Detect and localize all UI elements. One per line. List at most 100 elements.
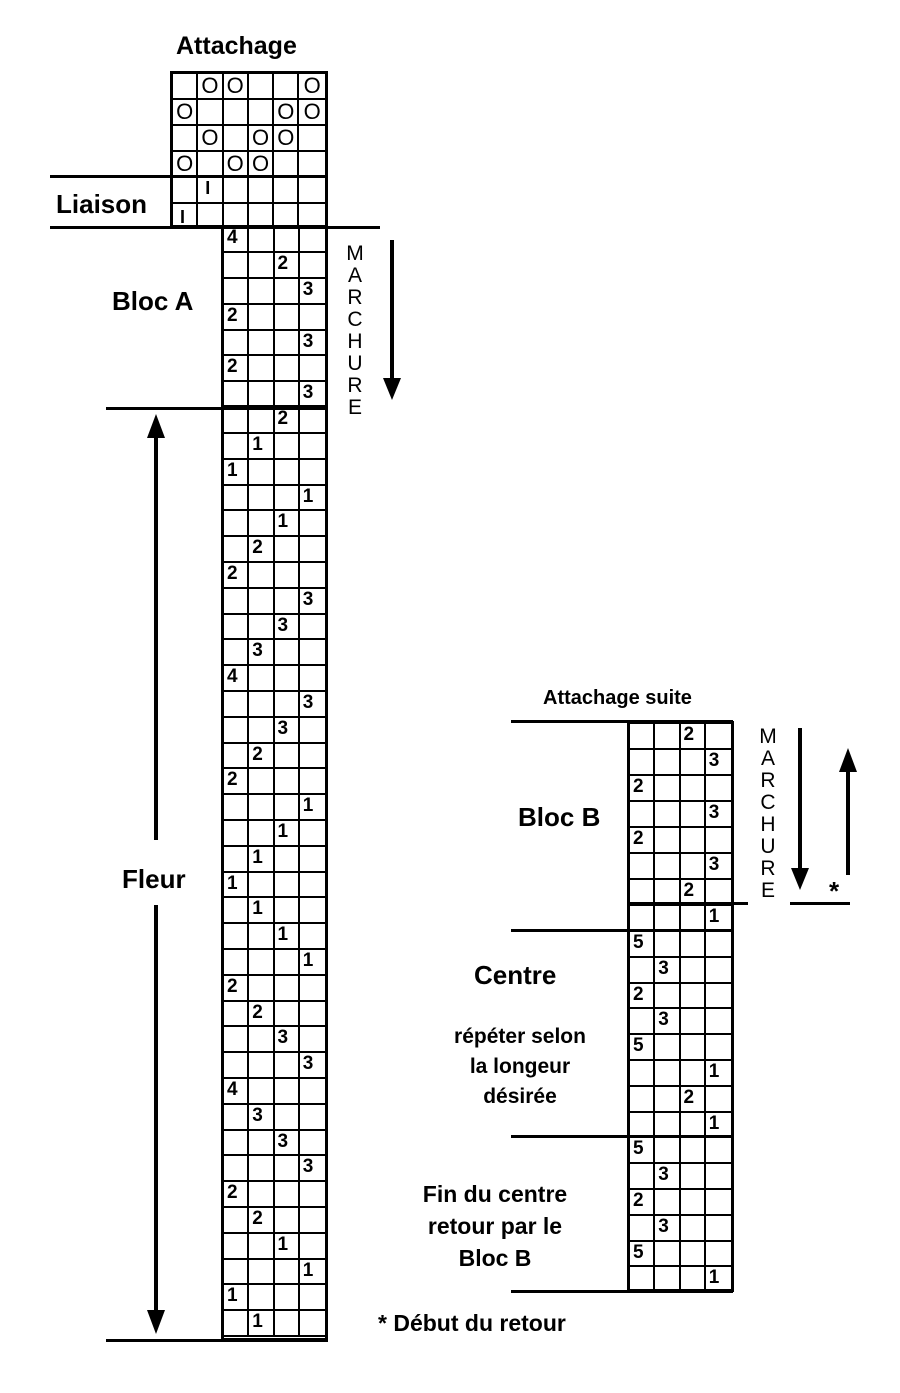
grid-cell <box>274 588 300 615</box>
grid-cell <box>274 666 300 692</box>
grid-cell <box>223 126 249 152</box>
grid-cell <box>198 152 224 178</box>
treadle-number: 2 <box>227 1182 238 1204</box>
treadle-number: 3 <box>658 1164 669 1186</box>
grid-cell <box>224 692 250 718</box>
grid-cell <box>299 178 325 204</box>
grid-cell <box>299 718 325 744</box>
grid-cell: 3 <box>655 1009 681 1036</box>
treadle-number: 2 <box>227 304 238 326</box>
grid-cell <box>655 1112 681 1139</box>
grid-cell <box>299 563 325 589</box>
fleur-row: 3 <box>224 1130 325 1157</box>
treadle-number: 1 <box>252 1311 263 1333</box>
grid-cell <box>630 1086 656 1113</box>
grid-cell <box>630 906 656 932</box>
grid-cell: 1 <box>249 1311 275 1337</box>
grid-cell <box>680 1035 706 1061</box>
grid-cell: 2 <box>630 983 656 1010</box>
centre-top-rule <box>511 929 733 932</box>
grid-cell <box>249 614 275 641</box>
grid-cell <box>705 932 731 958</box>
grid-cell <box>630 957 656 984</box>
grid-cell <box>299 615 325 641</box>
grid-cell: 2 <box>630 828 656 854</box>
grid-cell <box>705 984 731 1010</box>
grid-cell <box>705 1242 731 1268</box>
grid-cell <box>299 640 325 667</box>
grid-cell: I <box>198 178 224 204</box>
treadle-number: 3 <box>277 1027 289 1049</box>
grid-cell <box>299 1131 325 1157</box>
treadle-number: 2 <box>252 1207 263 1229</box>
centre-row: 3 <box>630 957 731 984</box>
grid-cell: I <box>173 203 199 229</box>
grid-cell <box>249 1156 275 1183</box>
treadle-number: 3 <box>302 1053 314 1075</box>
grid-cell <box>299 873 325 899</box>
tie-mark: O <box>201 125 219 150</box>
grid-cell <box>249 692 275 718</box>
grid-cell: 3 <box>299 1053 325 1079</box>
grid-cell: 3 <box>274 614 300 641</box>
treadle-number: 3 <box>252 640 263 662</box>
grid-cell: 1 <box>224 872 250 899</box>
treadle-number: 2 <box>633 776 644 797</box>
grid-cell <box>249 795 275 821</box>
grid-cell: 1 <box>705 1267 731 1294</box>
grid-cell <box>274 872 300 899</box>
grid-cell <box>274 769 300 796</box>
marchure-letter: M <box>346 242 364 265</box>
grid-cell: 1 <box>249 898 275 925</box>
bloc-a-row: 3 <box>224 278 325 305</box>
grid-cell <box>249 1182 275 1208</box>
fleur-row: 1 <box>224 459 325 486</box>
grid-cell <box>249 820 275 847</box>
grid-cell <box>680 750 706 776</box>
liaison-row: I <box>173 178 325 204</box>
grid-cell: 3 <box>299 279 325 305</box>
grid-cell: 1 <box>249 434 275 460</box>
grid-cell: 3 <box>299 382 325 409</box>
grid-cell: 3 <box>274 1130 300 1157</box>
grid-cell <box>248 203 275 229</box>
grid-cell <box>224 924 250 950</box>
grid-cell: O <box>248 126 275 152</box>
fleur-row: 2 <box>224 1182 325 1208</box>
grid-cell <box>705 1216 731 1242</box>
grid-cell <box>630 1009 656 1036</box>
treadle-number: 3 <box>302 1156 314 1178</box>
treadle-number: 1 <box>708 1060 720 1082</box>
grid-cell <box>655 828 681 854</box>
grid-cell <box>299 1079 325 1105</box>
fleur-row: 3 <box>224 640 325 667</box>
grid-cell <box>299 305 325 331</box>
grid-cell <box>274 356 300 383</box>
grid-cell <box>224 1027 250 1054</box>
fin-bottom-rule <box>511 1290 733 1293</box>
grid-cell <box>249 872 275 899</box>
fleur-down-arrow <box>147 905 165 1334</box>
marchure-letter: R <box>347 286 363 309</box>
grid-cell <box>274 485 300 512</box>
grid-cell <box>249 511 275 538</box>
fleur-row: 3 <box>224 614 325 641</box>
grid-cell <box>224 640 250 667</box>
bloc-a-row: 3 <box>224 382 325 409</box>
treadle-number: 2 <box>633 983 644 1005</box>
grid-cell: 1 <box>299 1260 325 1286</box>
grid-cell <box>224 1233 250 1260</box>
marchure-letter: A <box>760 747 775 770</box>
grid-cell: 5 <box>630 1035 656 1061</box>
marchure-letter: H <box>760 813 776 836</box>
fleur-row: 3 <box>224 692 325 718</box>
fleur-row: 1 <box>224 820 325 847</box>
grid-cell: 2 <box>224 769 250 796</box>
grid-cell <box>655 932 681 958</box>
grid-cell <box>198 100 224 126</box>
grid-cell <box>299 511 325 538</box>
grid-cell <box>224 434 250 460</box>
grid-cell <box>655 1086 681 1113</box>
grid-cell <box>173 126 199 152</box>
centre-note: répéter selon la longeur désirée <box>430 1022 610 1112</box>
